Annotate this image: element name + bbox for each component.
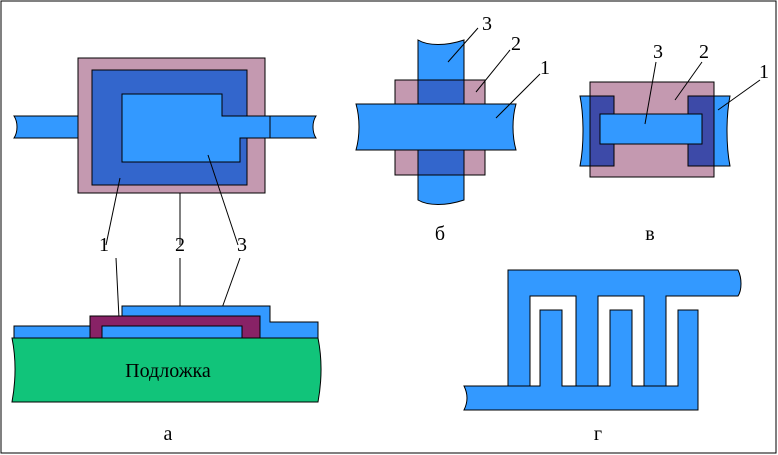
b-leader-1 — [495, 73, 541, 119]
v-label-3: 3 — [653, 41, 663, 63]
substrate-label: Подложка — [125, 360, 211, 382]
caption-b: б — [435, 223, 445, 245]
b-leader-3 — [447, 27, 479, 63]
panel-b: 3 2 1 б — [355, 13, 550, 245]
v-leader-2 — [674, 61, 703, 101]
leader-1 — [105, 177, 121, 246]
caption-g: г — [594, 423, 602, 445]
caption-a: а — [164, 423, 173, 445]
leader-3 — [207, 154, 239, 246]
panel-v: 3 2 1 в — [579, 41, 769, 245]
v-label-2: 2 — [699, 41, 709, 63]
b-leader-2 — [475, 49, 511, 93]
panel-g: г — [463, 269, 742, 445]
panel-a-top-view: 1 2 3 — [13, 57, 317, 256]
upper-comb-electrode — [507, 269, 742, 387]
label-3: 3 — [237, 234, 247, 256]
label-1: 1 — [99, 234, 109, 256]
caption-v: в — [645, 223, 654, 245]
label-2: 2 — [175, 234, 185, 256]
section-leader-3 — [221, 257, 241, 309]
b-label-3: 3 — [482, 13, 492, 35]
section-top-electrode — [121, 305, 319, 339]
lead-right — [269, 115, 317, 139]
lower-comb-electrode — [463, 309, 699, 411]
substrate — [11, 337, 322, 403]
v-label-1: 1 — [759, 61, 769, 83]
b-label-2: 2 — [511, 33, 521, 55]
b-horizontal-conductor — [355, 103, 517, 151]
panel-a-cross-section: Подложка а — [11, 257, 322, 445]
v-leader-1 — [717, 79, 761, 111]
v-top-electrode — [599, 113, 703, 145]
top-electrode — [121, 93, 271, 163]
section-lead-left — [13, 325, 91, 339]
b-label-1: 1 — [540, 57, 550, 79]
v-leader-3 — [644, 61, 657, 125]
section-bottom-electrode — [101, 325, 243, 339]
